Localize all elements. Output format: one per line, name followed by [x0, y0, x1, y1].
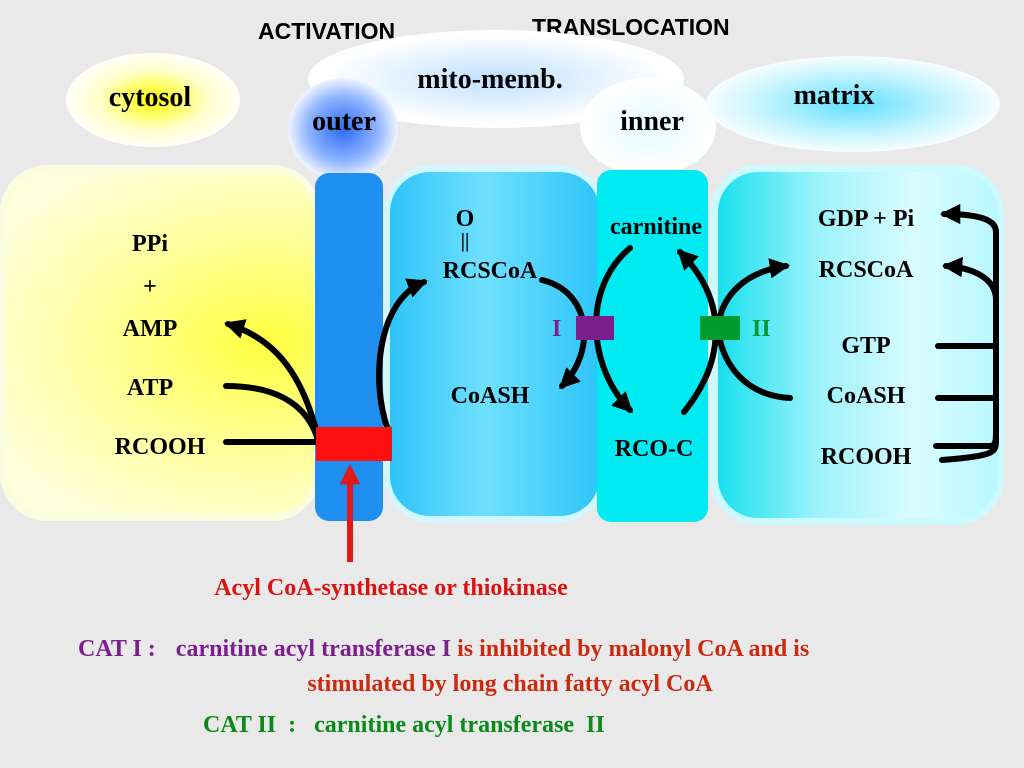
cat2-to-coash-curve [715, 327, 793, 401]
inner-membrane [597, 170, 708, 522]
oxygen-label: O [455, 206, 475, 232]
cat2-label: II [752, 316, 771, 342]
carnitine-label: carnitine [610, 214, 702, 240]
rcscoa-matrix-label: RCSCoA [818, 257, 914, 283]
gdp-pi-label: GDP + Pi [817, 206, 915, 232]
enzyme-caption: Acyl CoA-synthetase or thiokinase [214, 575, 568, 601]
outer-label: outer [312, 106, 376, 137]
activation-header: ACTIVATION [258, 18, 396, 44]
cat1-rest-line2: stimulated by long chain fatty acyl CoA [307, 671, 713, 697]
gdp-bracket-arrow [933, 203, 999, 449]
cat1-label: I [552, 316, 562, 342]
matrix-label: matrix [793, 80, 875, 111]
inner-label: inner [620, 106, 684, 137]
cat1-name: carnitine acyl transferase I [175, 636, 452, 662]
cat1-note-line1: CAT I : carnitine acyl transferase I is … [78, 636, 809, 663]
cytosol-label: cytosol [108, 82, 192, 113]
cat1-prefix: CAT I : [78, 636, 156, 662]
cat1-box [576, 316, 614, 340]
cat2-note: CAT II : carnitine acyl transferase II [203, 712, 605, 738]
outer-bubble [288, 78, 398, 180]
cytosol-bubble [66, 53, 240, 147]
acyl-coa-synthetase-box [316, 427, 392, 461]
cat1-rest-line1: is inhibited by malonyl CoA and is [457, 636, 810, 662]
matrix-bubble [706, 56, 1000, 152]
rcscoa-bracket-arrow [939, 256, 999, 463]
mito-memb-label: mito-memb. [417, 64, 563, 95]
amp-arrow [224, 319, 321, 441]
atp-label: ATP [126, 375, 174, 401]
ppi-label: PPi [132, 231, 168, 257]
coash-intermembrane-label: CoASH [450, 383, 530, 409]
cat2-box [700, 316, 740, 340]
rcoc-label: RCO-C [614, 436, 694, 462]
amp-label: AMP [122, 316, 178, 342]
plus-label: + [143, 274, 157, 300]
gtp-label: GTP [841, 333, 891, 359]
left-arc-to-rcscoa [376, 278, 428, 433]
double-bond-label: || [460, 230, 470, 252]
intermembrane-space-fill [390, 172, 600, 516]
coash-matrix-label: CoASH [826, 383, 906, 409]
rcooh-matrix-label: RCOOH [820, 444, 912, 470]
inner-bubble [580, 78, 716, 176]
rcscoa-intermembrane-label: RCSCoA [442, 258, 538, 284]
rcooh-cytosol-label: RCOOH [114, 434, 206, 460]
outer-membrane [315, 173, 383, 521]
